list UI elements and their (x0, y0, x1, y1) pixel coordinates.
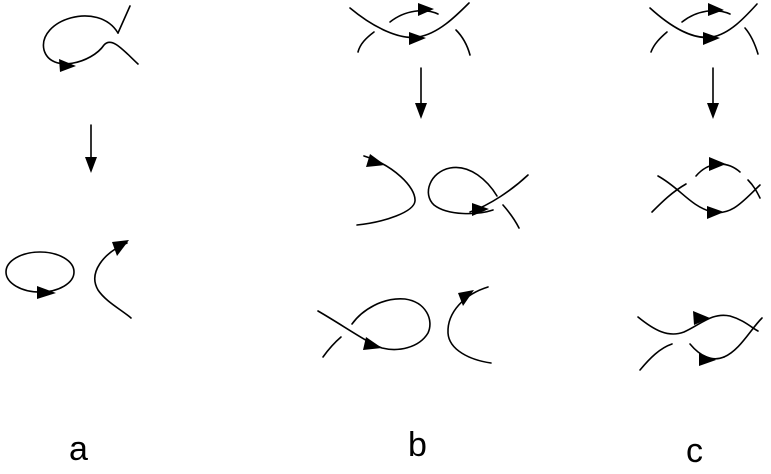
panel-a-after (5, 240, 132, 319)
arrowhead (708, 3, 724, 16)
arrowhead (707, 206, 724, 219)
upper-strand-right (455, 29, 471, 56)
kink-strand (42, 15, 139, 65)
panel-b-before (349, 2, 471, 56)
strand-a (637, 314, 759, 335)
arrowhead (458, 290, 474, 306)
panel-b (317, 2, 529, 364)
strand-lower-then-upper-right (747, 179, 761, 199)
kink-overstrand-tail (117, 5, 131, 34)
panel-c-down-arrow (707, 67, 719, 119)
loop-strand-tail (322, 336, 342, 358)
arrowhead (366, 154, 385, 167)
arrowhead (703, 32, 720, 45)
arrowhead (59, 59, 76, 72)
panel-b-after (317, 286, 492, 364)
upper-strand-left (650, 31, 668, 53)
arrowhead (418, 3, 434, 16)
overstrand-tail (502, 204, 520, 229)
strand-b-left (639, 343, 673, 371)
panel-a-before-kink (42, 5, 139, 72)
arrowhead (363, 337, 382, 350)
upper-strand-mid (681, 9, 731, 23)
arrowhead (409, 32, 426, 45)
panel-c-middle (651, 157, 761, 219)
panel-b-down-arrow (415, 67, 427, 119)
panel-label-a: a (69, 430, 88, 468)
upper-strand-left (357, 31, 375, 53)
loop-with-crossing (427, 166, 498, 215)
separated-arc (94, 242, 132, 319)
panel-a (5, 5, 139, 319)
arrowhead (37, 286, 56, 299)
panel-label-c: c (686, 432, 703, 470)
arrowhead (699, 353, 716, 366)
strand-b-right (723, 317, 763, 358)
separated-arc (447, 286, 492, 364)
panel-c-before (649, 3, 759, 55)
upper-strand-right (744, 27, 759, 55)
upper-strand-mid (389, 9, 439, 23)
strand-lower-then-upper-left (651, 183, 687, 213)
arrowhead (472, 203, 489, 216)
panel-a-down-arrow (85, 124, 97, 173)
panel-c (637, 3, 763, 371)
arrowhead (693, 311, 710, 325)
arrowhead (112, 240, 129, 256)
left-arc (356, 155, 416, 226)
panel-label-b: b (408, 426, 427, 464)
panel-b-middle (356, 154, 529, 229)
arrowhead (709, 157, 726, 171)
unknotted-loop (5, 251, 75, 293)
panel-c-after (637, 311, 763, 371)
loop-strand (317, 298, 431, 351)
